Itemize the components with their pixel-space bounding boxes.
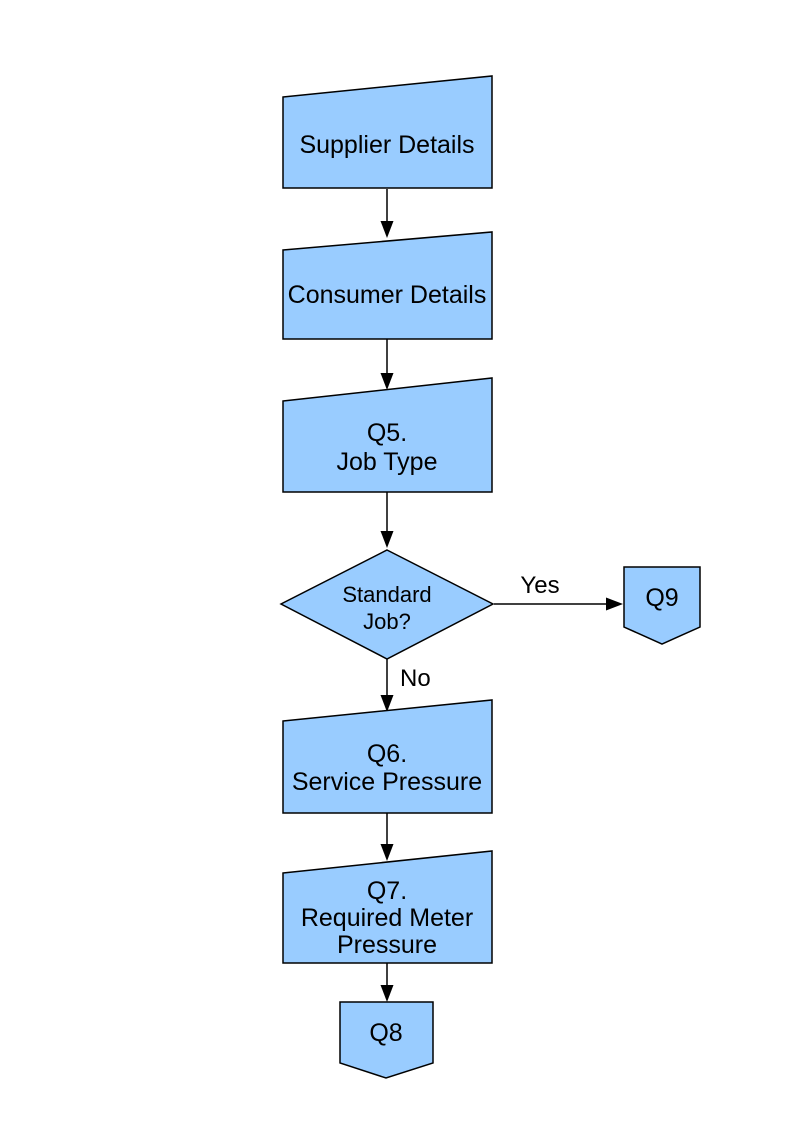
decision-label-line2: Job? — [363, 609, 411, 634]
decision-label-line1: Standard — [342, 582, 431, 607]
connector-q9: Q9 — [623, 566, 701, 645]
arrow-q5-to-decision — [380, 492, 394, 548]
arrow-decision-yes-to-q9: Yes — [494, 572, 623, 611]
arrowhead-icon — [606, 597, 623, 611]
connector-label: Q8 — [369, 1019, 402, 1047]
manual-input-shape — [282, 75, 493, 189]
arrow-decision-no-to-q6: No — [380, 659, 431, 712]
arrow-consumer-to-q5 — [380, 339, 394, 390]
arrowhead-icon — [380, 373, 394, 390]
node-q7-required-meter-pressure: Q7. Required Meter Pressure — [282, 850, 493, 964]
node-supplier-details: Supplier Details — [282, 75, 493, 189]
node-label-line2: Job Type — [336, 448, 437, 476]
node-label-line3: Pressure — [337, 931, 437, 959]
off-page-connector-shape — [339, 1001, 434, 1079]
manual-input-shape — [282, 231, 493, 340]
node-q6-service-pressure: Q6. Service Pressure — [282, 699, 493, 814]
node-label-line1: Q7. — [367, 877, 407, 905]
arrowhead-icon — [380, 531, 394, 548]
decision-standard-job: Standard Job? — [279, 549, 495, 660]
arrowhead-icon — [380, 844, 394, 861]
edge-label-yes: Yes — [520, 572, 559, 599]
connector-q8: Q8 — [339, 1001, 434, 1079]
off-page-connector-shape — [623, 566, 701, 645]
arrow-q6-to-q7 — [380, 813, 394, 861]
node-consumer-details: Consumer Details — [282, 231, 493, 340]
arrowhead-icon — [380, 221, 394, 238]
node-label-line1: Q6. — [367, 740, 407, 768]
manual-input-shape — [282, 377, 493, 493]
node-label-line2: Service Pressure — [292, 768, 482, 796]
node-label-line1: Q5. — [367, 419, 407, 447]
arrow-supplier-to-consumer — [380, 189, 394, 238]
arrowhead-icon — [380, 695, 394, 712]
arrow-q7-to-q8 — [380, 963, 394, 1002]
manual-input-shape — [282, 850, 493, 964]
connector-label: Q9 — [645, 584, 678, 612]
edge-label-no: No — [400, 665, 431, 692]
node-label: Consumer Details — [288, 281, 487, 309]
manual-input-shape — [282, 699, 493, 814]
node-label: Supplier Details — [299, 131, 474, 159]
arrowhead-icon — [380, 985, 394, 1002]
node-q5-job-type: Q5. Job Type — [282, 377, 493, 493]
node-label-line2: Required Meter — [301, 904, 473, 932]
